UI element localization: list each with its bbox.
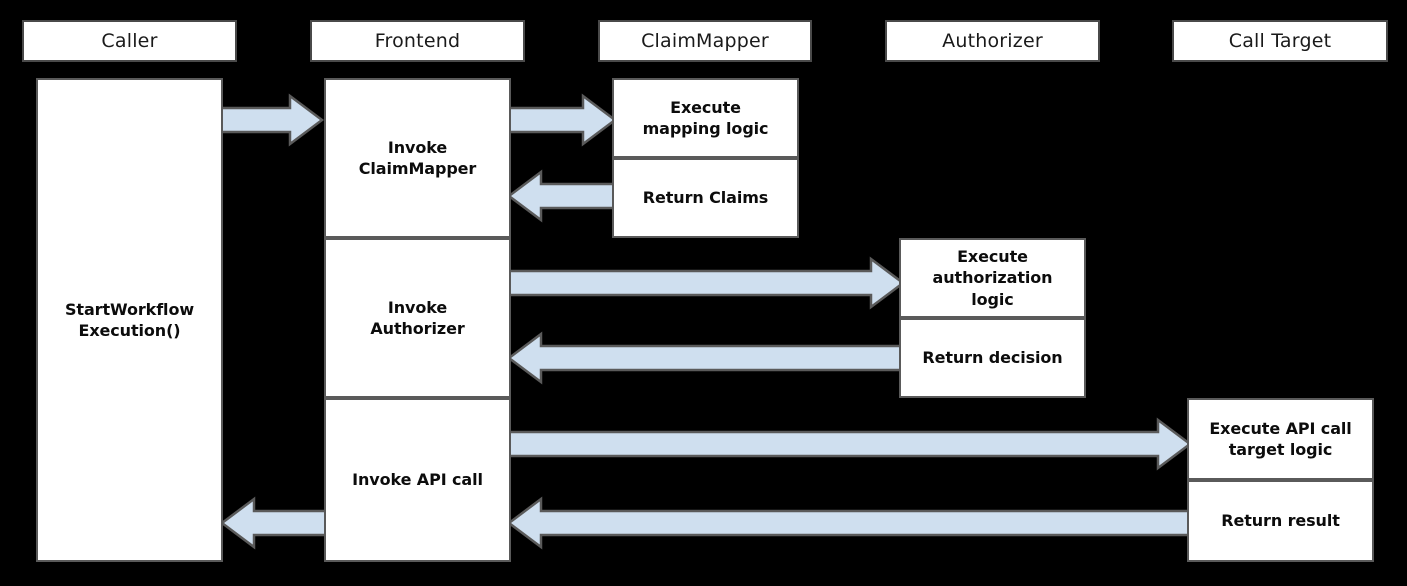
activation-box-frontend-invoke-claimmapper[interactable]: Invoke ClaimMapper [324, 78, 511, 238]
activation-label-authorizer-return: Return decision [922, 348, 1063, 368]
participant-label-calltarget: Call Target [1228, 29, 1332, 52]
message-arrow-frontend-to-claimmapper[interactable] [507, 93, 618, 147]
activation-label-frontend-invoke-claimmapper: Invoke ClaimMapper [358, 137, 477, 178]
participant-header-claimmapper[interactable]: ClaimMapper [598, 20, 812, 62]
activation-box-calltarget-return[interactable]: Return result [1187, 480, 1374, 562]
message-arrow-claimmapper-to-frontend[interactable] [506, 169, 617, 223]
activation-label-authorizer-execute: Execute authorization logic [932, 247, 1053, 309]
participant-label-claimmapper: ClaimMapper [641, 29, 769, 52]
message-arrow-frontend-to-caller[interactable] [219, 496, 328, 550]
activation-box-frontend-invoke-apicall[interactable]: Invoke API call [324, 398, 511, 562]
activation-box-authorizer-return[interactable]: Return decision [899, 318, 1086, 398]
activation-box-caller-start[interactable]: StartWorkflow Execution() [36, 78, 223, 562]
participant-header-frontend[interactable]: Frontend [310, 20, 525, 62]
participant-header-caller[interactable]: Caller [22, 20, 237, 62]
participant-label-frontend: Frontend [374, 29, 461, 52]
message-arrow-frontend-to-authorizer[interactable] [507, 256, 906, 310]
activation-label-calltarget-execute: Execute API call target logic [1209, 418, 1352, 459]
participant-label-caller: Caller [101, 29, 158, 52]
activation-label-claimmapper-execute: Execute mapping logic [642, 97, 769, 138]
participant-label-authorizer: Authorizer [942, 29, 1043, 52]
message-arrow-caller-to-frontend[interactable] [216, 93, 325, 147]
activation-label-frontend-invoke-authorizer: Invoke Authorizer [370, 297, 465, 338]
activation-box-frontend-invoke-authorizer[interactable]: Invoke Authorizer [324, 238, 511, 398]
activation-box-calltarget-execute[interactable]: Execute API call target logic [1187, 398, 1374, 480]
participant-header-authorizer[interactable]: Authorizer [885, 20, 1100, 62]
activation-label-frontend-invoke-apicall: Invoke API call [352, 470, 483, 490]
activation-box-claimmapper-execute[interactable]: Execute mapping logic [612, 78, 799, 158]
activation-box-claimmapper-return[interactable]: Return Claims [612, 158, 799, 238]
participant-header-calltarget[interactable]: Call Target [1172, 20, 1388, 62]
message-arrow-calltarget-to-frontend[interactable] [506, 496, 1192, 550]
activation-label-calltarget-return: Return result [1221, 511, 1340, 531]
activation-label-claimmapper-return: Return Claims [642, 188, 769, 208]
message-arrow-frontend-to-calltarget[interactable] [507, 417, 1193, 471]
activation-box-authorizer-execute[interactable]: Execute authorization logic [899, 238, 1086, 318]
message-arrow-authorizer-to-frontend[interactable] [506, 331, 905, 385]
activation-label-caller-start: StartWorkflow Execution() [64, 299, 195, 340]
